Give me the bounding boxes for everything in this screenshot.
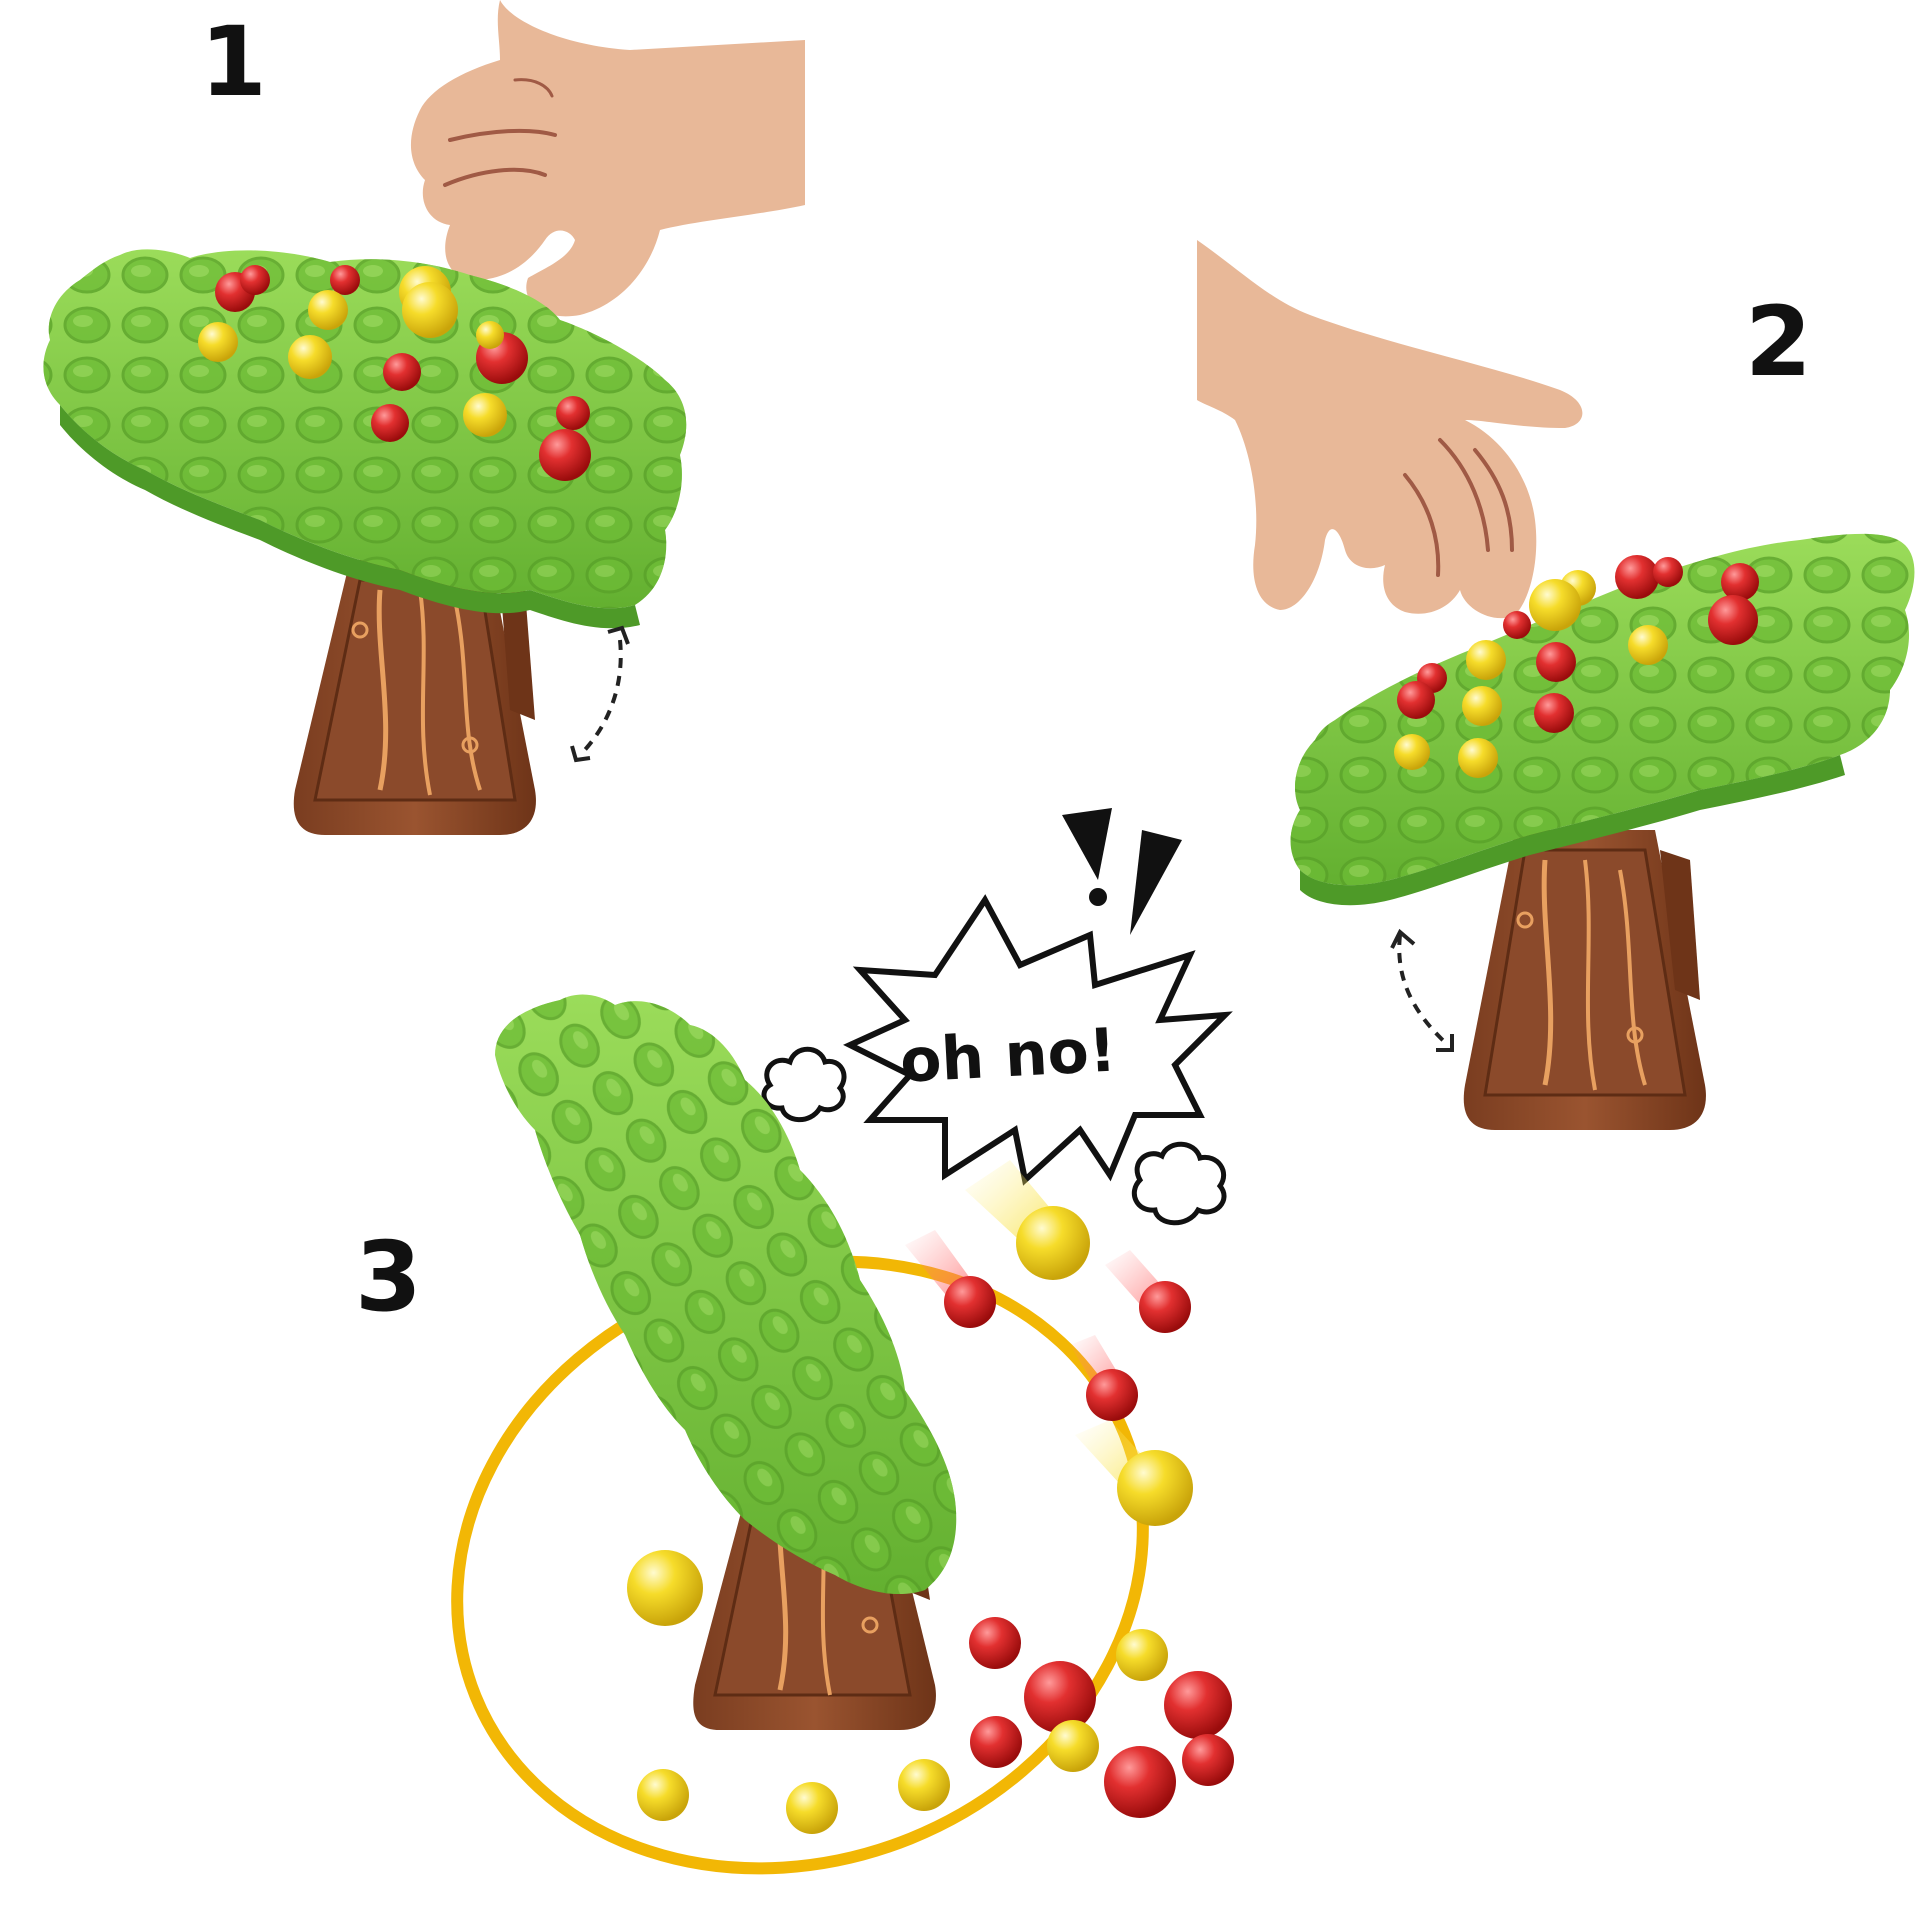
apple-yellow xyxy=(1462,686,1502,726)
apple-yellow xyxy=(1394,734,1430,770)
apple-yellow xyxy=(637,1769,689,1821)
apple-yellow xyxy=(786,1782,838,1834)
apple-yellow xyxy=(1047,1720,1099,1772)
apple-red xyxy=(1086,1369,1138,1421)
apple-red xyxy=(330,265,360,295)
apple-yellow xyxy=(1016,1206,1090,1280)
apple-red xyxy=(1534,693,1574,733)
apple-yellow xyxy=(1628,625,1668,665)
apple-yellow xyxy=(1466,640,1506,680)
apple-red xyxy=(1653,557,1683,587)
apple-yellow xyxy=(288,335,332,379)
apple-red xyxy=(1024,1661,1096,1733)
step-number-1: 1 xyxy=(200,6,267,118)
apple-yellow xyxy=(627,1550,703,1626)
apple-yellow xyxy=(308,290,348,330)
burst-bubble-icon: oh no! xyxy=(843,894,1233,1186)
apple-yellow xyxy=(402,282,458,338)
apple-red xyxy=(1164,1671,1232,1739)
apple-red xyxy=(1182,1734,1234,1786)
apple-red xyxy=(1615,555,1659,599)
apple-red xyxy=(1104,1746,1176,1818)
hand-icon xyxy=(410,0,805,317)
tree-step-3 xyxy=(495,994,957,1730)
exclamation-text: oh no! xyxy=(898,1016,1117,1097)
dashed-arrow-icon xyxy=(570,625,630,763)
step-number-2: 2 xyxy=(1745,286,1812,398)
apple-yellow xyxy=(476,321,504,349)
step-number-3: 3 xyxy=(355,1221,422,1333)
falling-apples xyxy=(905,1160,1193,1526)
apple-red xyxy=(1721,563,1759,601)
apple-yellow xyxy=(1458,738,1498,778)
apple-yellow xyxy=(198,322,238,362)
apple-yellow xyxy=(898,1759,950,1811)
apple-yellow xyxy=(463,393,507,437)
apple-red xyxy=(970,1716,1022,1768)
tree-step-2 xyxy=(1290,533,1915,1130)
puff-cloud-icon xyxy=(1131,1141,1227,1226)
apple-red xyxy=(240,265,270,295)
apple-red xyxy=(556,396,590,430)
apple-red xyxy=(1397,681,1435,719)
apple-red xyxy=(969,1617,1021,1669)
apple-red xyxy=(944,1276,996,1328)
apple-red xyxy=(371,404,409,442)
apple-yellow xyxy=(1116,1629,1168,1681)
apple-red xyxy=(1708,595,1758,645)
dashed-arrow-icon xyxy=(1390,928,1454,1052)
puff-cloud-icon xyxy=(761,1046,847,1123)
apple-red xyxy=(1503,611,1531,639)
apple-red xyxy=(1536,642,1576,682)
apple-red xyxy=(539,429,591,481)
exclamation-marks-icon xyxy=(1062,808,1182,935)
tree-step-1 xyxy=(43,249,687,835)
apple-yellow xyxy=(1529,579,1581,631)
hand-icon xyxy=(1197,240,1583,619)
apple-red xyxy=(1139,1281,1191,1333)
apple-yellow xyxy=(1117,1450,1193,1526)
apple-red xyxy=(383,353,421,391)
ground-apples xyxy=(627,1550,1234,1834)
